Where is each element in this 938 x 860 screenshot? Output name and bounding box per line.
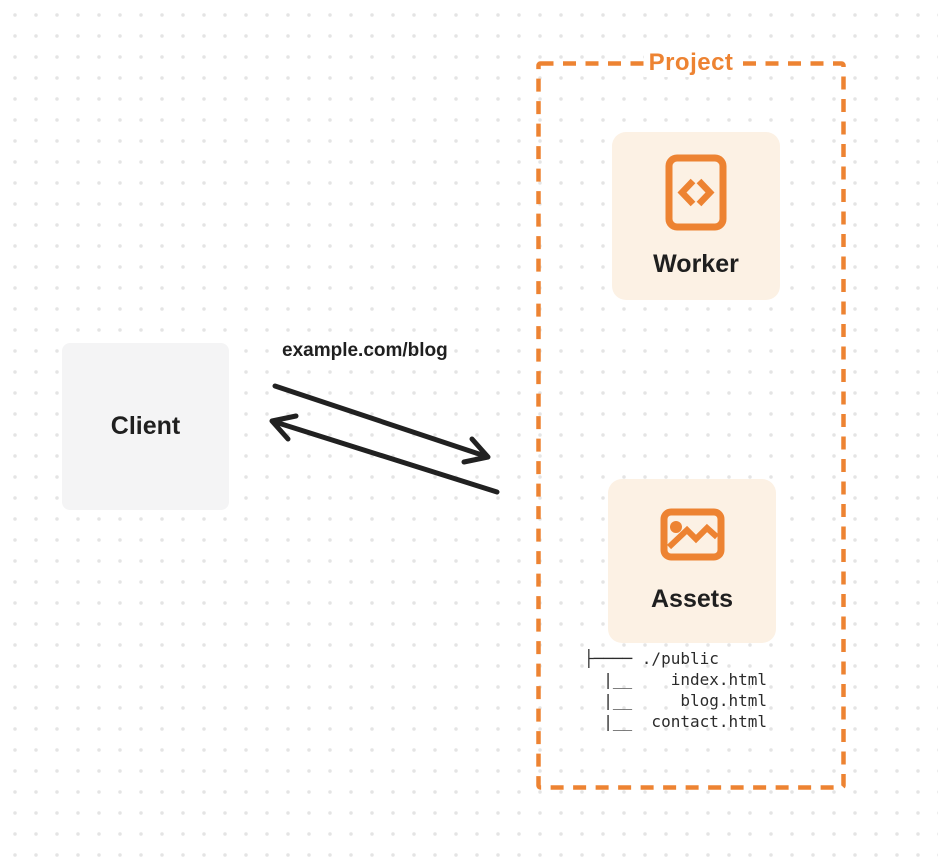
- file-tree-line: |__ index.html: [584, 670, 768, 689]
- assets-card: Assets: [608, 479, 776, 643]
- file-tree: ├──── ./public |__ index.html |__ blog.h…: [584, 648, 767, 732]
- project-label-row: Project: [536, 49, 846, 77]
- worker-label: Worker: [653, 249, 739, 278]
- file-tree-line: ├──── ./public: [584, 649, 719, 668]
- project-dashed-border: [536, 61, 846, 790]
- image-icon: [660, 508, 724, 561]
- file-tree-line: |__ blog.html: [584, 691, 768, 710]
- arrow-client-to-project: [272, 383, 491, 465]
- project-label: Project: [643, 49, 739, 77]
- file-tree-line: |__ contact.html: [584, 712, 768, 731]
- code-document-icon: [665, 154, 727, 230]
- worker-card: Worker: [612, 132, 780, 300]
- arrow-project-to-client: [269, 413, 500, 495]
- client-box: Client: [62, 343, 229, 510]
- request-url-label: example.com/blog: [282, 340, 448, 361]
- client-label: Client: [110, 412, 181, 440]
- assets-label: Assets: [651, 585, 733, 613]
